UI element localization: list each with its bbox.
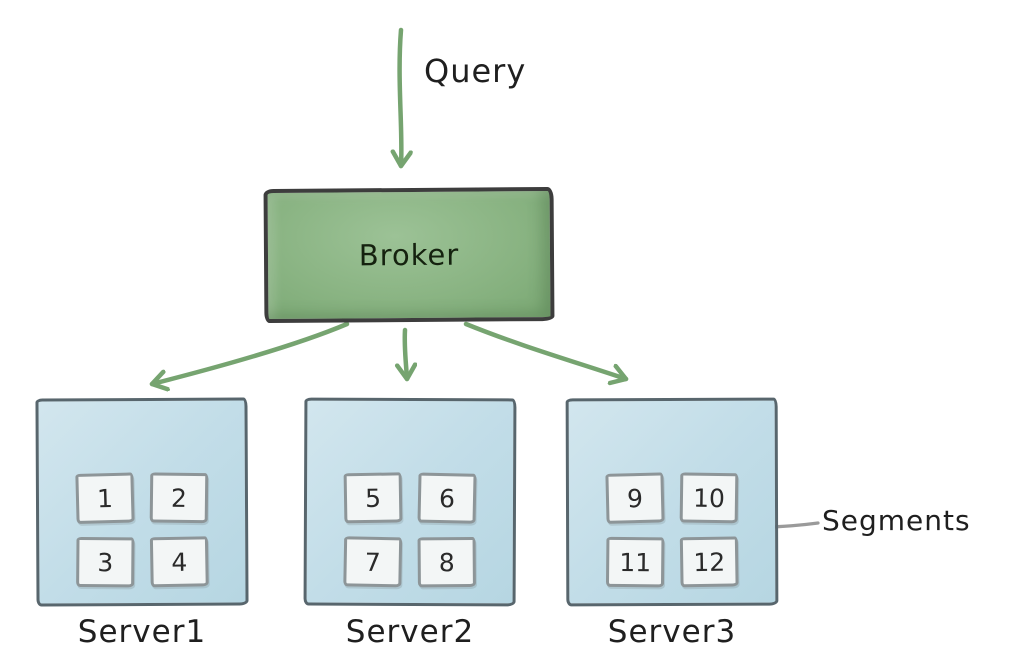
- segments-label: Segments: [822, 504, 971, 537]
- server2-label: Server2: [345, 614, 475, 650]
- server-box-2: 5 6 7 8: [303, 397, 517, 607]
- segment-3: 3: [76, 536, 135, 588]
- segment-9: 9: [605, 472, 665, 524]
- broker-label: Broker: [358, 237, 460, 273]
- broker-to-server2-arrow: [405, 327, 407, 382]
- segment-8: 8: [417, 536, 476, 588]
- segment-1: 1: [75, 472, 135, 524]
- segment-2: 2: [149, 472, 209, 524]
- segment-grid-1: 1 2 3 4: [75, 472, 209, 588]
- segment-6: 6: [417, 472, 477, 524]
- broker-box: Broker: [263, 186, 555, 324]
- segment-grid-2: 5 6 7 8: [343, 472, 477, 588]
- query-label: Query: [424, 52, 527, 90]
- segment-11: 11: [605, 536, 665, 588]
- segment-10: 10: [679, 472, 739, 524]
- broker-to-server1-arrow: [149, 321, 350, 384]
- server-box-1: 1 2 3 4: [35, 397, 249, 607]
- server1-label: Server1: [77, 614, 207, 650]
- server3-label: Server3: [607, 614, 737, 650]
- segment-12: 12: [679, 536, 739, 588]
- segment-7: 7: [343, 536, 403, 588]
- segment-grid-3: 9 10 11 12: [605, 472, 739, 588]
- segment-4: 4: [149, 536, 209, 588]
- query-arrow: [400, 27, 402, 169]
- broker-to-server3-arrow: [463, 321, 629, 379]
- segment-5: 5: [343, 472, 403, 524]
- server-box-3: 9 10 11 12: [565, 397, 779, 607]
